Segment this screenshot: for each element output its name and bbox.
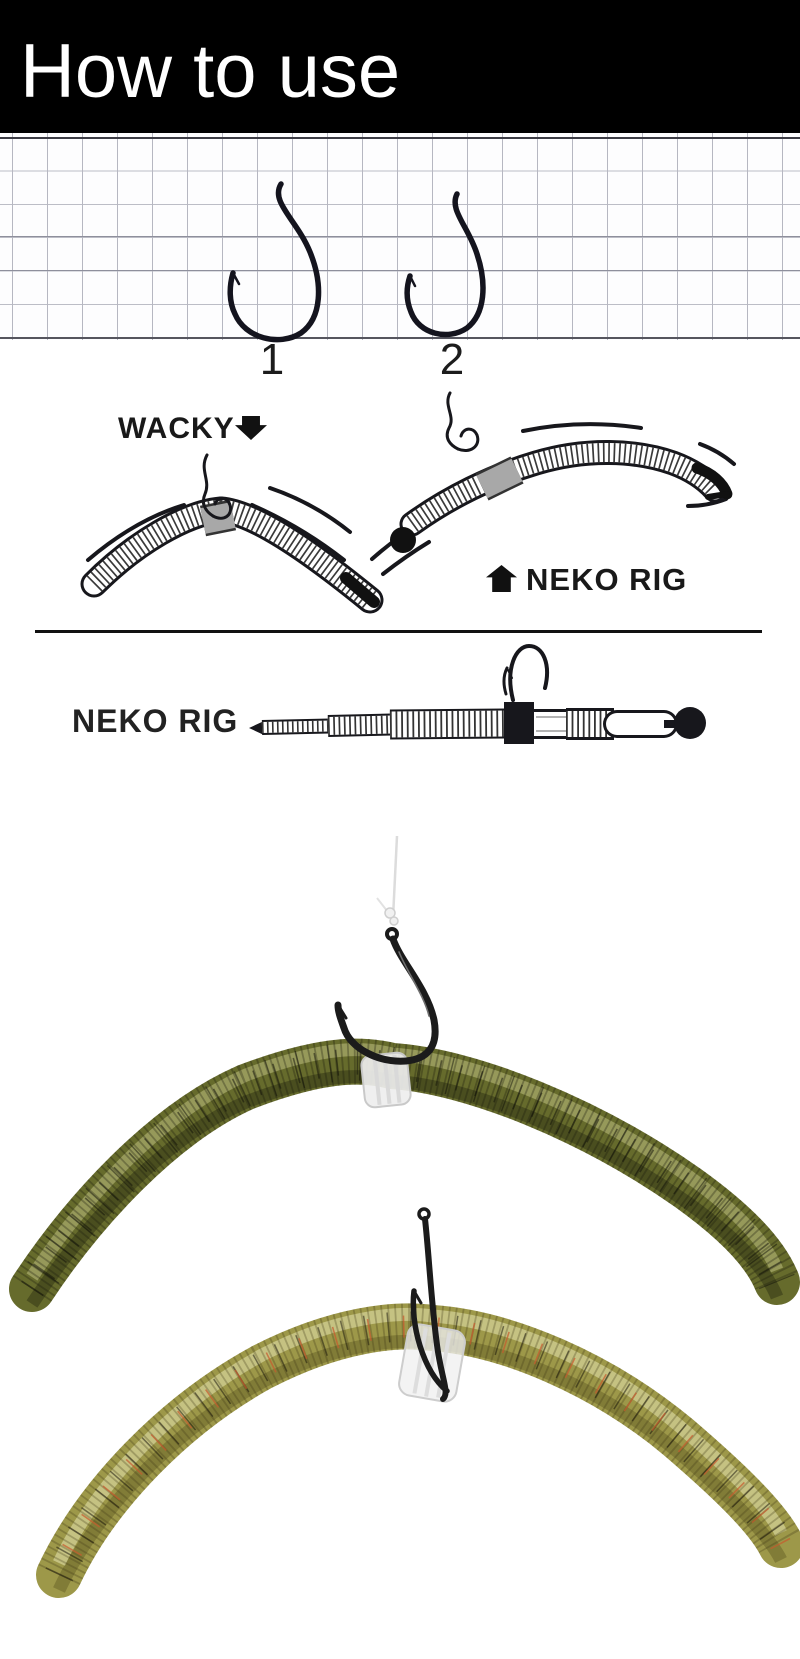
line-knot [384, 907, 396, 919]
worm-tail-tip [340, 572, 380, 608]
section-divider [35, 630, 762, 633]
neko-rig-diagram [249, 643, 706, 744]
hook-sketch [502, 643, 549, 702]
title-banner: How to use [0, 0, 800, 133]
nail-weight [674, 707, 706, 739]
nail-weight [390, 527, 416, 553]
neko-rig-upper-label: NEKO RIG [526, 562, 688, 597]
o-ring-band [476, 458, 523, 499]
hook-label-1: 1 [259, 335, 285, 384]
wacky-label: WACKY [118, 412, 235, 445]
o-ring-band [504, 702, 534, 744]
wacky-hook [334, 927, 439, 1065]
wacky-rig-photo [32, 835, 777, 1304]
wacky-rig-photo-2 [59, 1207, 781, 1590]
hook-label-2: 2 [439, 335, 465, 384]
wacky-rig-sketch [88, 453, 380, 608]
grid-heavy-line [0, 270, 800, 271]
o-ring [360, 1051, 412, 1109]
grid-heavy-line [0, 236, 800, 237]
worm-tail-flick [705, 491, 730, 500]
hook-1-drawing [227, 181, 322, 343]
neko-rig-lower-label: NEKO RIG [72, 703, 239, 739]
wacky-hook [410, 1207, 450, 1402]
hook-2-drawing [404, 191, 486, 338]
hook-and-line-sketch [445, 391, 480, 452]
o-ring [398, 1323, 466, 1403]
line-knot [389, 916, 399, 926]
grid-top-line [0, 137, 800, 139]
worm-tail-point [249, 721, 264, 735]
hook-and-line-sketch [201, 453, 233, 520]
grid-bottom-line [0, 337, 800, 339]
page-title: How to use [20, 29, 401, 114]
fishing-line [391, 835, 399, 919]
neko-rig-sketch [370, 391, 736, 576]
